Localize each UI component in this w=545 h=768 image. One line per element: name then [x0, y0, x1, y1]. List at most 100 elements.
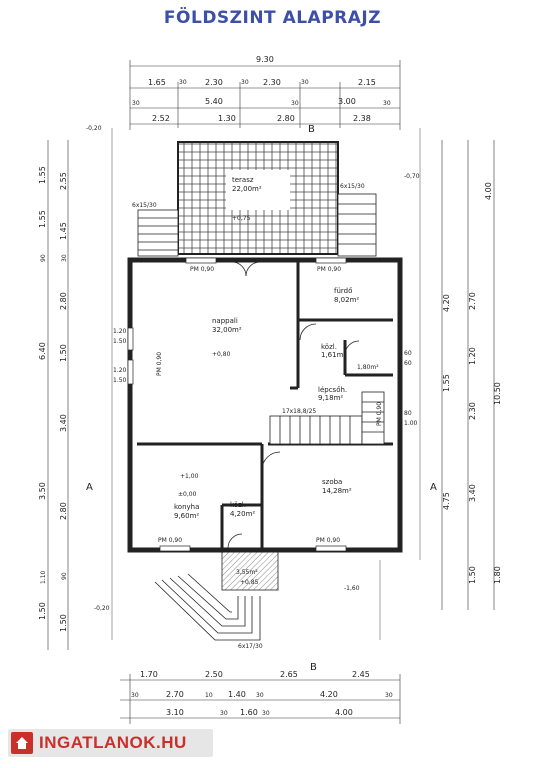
- level-living: +0,80: [212, 351, 231, 358]
- window-label-bedroom: PM 0,90: [316, 537, 340, 544]
- dim-left-14: 1.50: [38, 602, 47, 620]
- dim-bottom-row3: 3.10 30 1.60 30 4.00: [166, 708, 353, 717]
- dim-top-1-5: 30: [301, 79, 309, 86]
- label-wc-area: 1,80m²: [357, 364, 379, 371]
- stair-label-left-top: 6x15/30: [132, 202, 157, 209]
- opening-8: 1.00: [404, 420, 418, 427]
- dim-right-7: 4.75: [442, 492, 451, 510]
- dim-left-10: 3.50: [38, 482, 47, 500]
- opening-3: 1.20: [113, 367, 127, 374]
- dim-left-6: 2.80: [59, 292, 68, 310]
- right-dimension-lines: [441, 140, 495, 610]
- dim-top-3-2: 2.80: [277, 114, 295, 123]
- stair-left-top: [137, 209, 179, 257]
- dim-top-1-4: 2.30: [263, 78, 281, 87]
- dim-left-11: 2.80: [59, 502, 68, 520]
- room-name-living: nappali: [212, 317, 238, 325]
- level-nw: -0,20: [86, 125, 102, 132]
- window-label-living: PM 0,90: [190, 266, 214, 273]
- opening-4: 1.50: [113, 377, 127, 384]
- dim-top-3-3: 2.38: [353, 114, 371, 123]
- dim-top-3-0: 2.52: [152, 114, 170, 123]
- window-marks: [127, 257, 347, 552]
- dim-left-5: 30: [61, 254, 68, 262]
- dim-top-2-1: 5.40: [205, 97, 223, 106]
- dim-left-3: 1.45: [59, 222, 68, 240]
- room-kitchen: +1,00 konyha 9,60m²: [174, 473, 199, 520]
- dim-left-13: 90: [61, 572, 68, 580]
- dim-left-2: 1.55: [38, 210, 47, 228]
- dim-bot-1-1: 2.50: [205, 670, 223, 679]
- dim-bot-3-0: 3.10: [166, 708, 184, 717]
- dim-top-1-2: 2.30: [205, 78, 223, 87]
- dim-left: 1.55 2.55 1.55 1.45 90 30 2.80 6.40 1.50…: [38, 166, 68, 632]
- dim-bot-1-3: 2.45: [352, 670, 370, 679]
- dim-right-8: 3.40: [468, 484, 477, 502]
- dim-left-8: 1.50: [59, 344, 68, 362]
- dim-left-12: 1.10: [40, 570, 47, 584]
- opening-6: 60: [404, 360, 412, 367]
- stair-right-top: [337, 193, 377, 257]
- dim-right: 4.00 4.20 2.70 1.20 10.50 1.55 2.30 4.75…: [442, 182, 502, 584]
- opening-2: 1.50: [113, 338, 127, 345]
- dim-top-2-2: 30: [291, 100, 299, 107]
- level-ne: -0,70: [404, 173, 420, 180]
- stair-label-inner: 17x18,8/25: [282, 408, 316, 415]
- room-name-hall-bottom: közl.: [230, 501, 246, 509]
- window-label-stair: PM 0,90: [376, 402, 383, 426]
- top-dimension-lines: [129, 60, 401, 130]
- window-label-kitchen: PM 0,90: [158, 537, 182, 544]
- room-name-bath: fürdő: [334, 286, 352, 295]
- room-area-living: 32,00m²: [212, 326, 242, 334]
- section-markers: B B A A: [86, 124, 437, 673]
- dim-right-10: 1.80: [493, 566, 502, 584]
- dim-bot-2-0: 30: [131, 692, 139, 699]
- dim-left-0: 1.55: [38, 166, 47, 184]
- dim-bot-3-1: 30: [220, 710, 228, 717]
- room-name-terrace: terasz: [232, 176, 254, 184]
- section-b-bottom: B: [310, 662, 317, 673]
- room-bath: fürdő 8,02m²: [334, 286, 359, 304]
- dim-left-15: 1.50: [59, 614, 68, 632]
- room-area-terrace: 22,00m²: [232, 185, 262, 193]
- opening-1: 1.20: [113, 328, 127, 335]
- level-terrace: +0,75: [232, 215, 251, 222]
- dim-left-1: 2.55: [59, 172, 68, 190]
- house-logo-icon: [11, 732, 33, 754]
- dim-left-4: 90: [40, 254, 47, 262]
- dim-top-1-0: 1.65: [148, 78, 166, 87]
- watermark-text: INGATLANOK.HU: [39, 733, 187, 752]
- level-se: -1,60: [344, 585, 360, 592]
- dim-right-9: 1.50: [468, 566, 477, 584]
- room-area-kitchen: 9,60m²: [174, 512, 199, 520]
- dim-top-1-3: 30: [241, 79, 249, 86]
- room-name-stairwell: lépcsőh.: [318, 385, 347, 394]
- opening-7: 80: [404, 410, 412, 417]
- dim-right-6: 2.30: [468, 402, 477, 420]
- dim-top-row2: 30 5.40 30 3.00 30: [132, 97, 391, 107]
- section-b-top: B: [308, 124, 315, 135]
- label-entrance-area: 3,55m²: [236, 569, 258, 576]
- dim-bottom-row2: 30 2.70 10 1.40 30 4.20 30: [131, 690, 393, 699]
- dim-bot-2-2: 10: [205, 692, 213, 699]
- bottom-dimension-lines: [120, 674, 401, 724]
- dim-top-1-1: 30: [179, 79, 187, 86]
- dim-bot-3-4: 4.00: [335, 708, 353, 717]
- level-kitchen-floor: ±0,00: [178, 491, 197, 498]
- dim-top-2-3: 3.00: [338, 97, 356, 106]
- window-label-living-side: PM 0,90: [156, 352, 163, 376]
- stair-label-right-top: 6x15/30: [340, 183, 365, 190]
- dim-bot-3-2: 1.60: [240, 708, 258, 717]
- doors: [227, 261, 360, 549]
- room-area-bath: 8,02m²: [334, 296, 359, 304]
- dim-left-9: 3.40: [59, 414, 68, 432]
- left-dimension-lines: [47, 140, 69, 650]
- dim-top-1-6: 2.15: [358, 78, 376, 87]
- dim-bot-1-2: 2.65: [280, 670, 298, 679]
- room-hall-bottom: közl. 4,20m²: [230, 501, 255, 518]
- room-area-hall-top: 1,61m²: [321, 351, 346, 359]
- room-hall-top: közl. 1,61m² 1,80m²: [321, 343, 379, 371]
- dim-bot-2-6: 30: [385, 692, 393, 699]
- exterior-walls: [127, 257, 403, 553]
